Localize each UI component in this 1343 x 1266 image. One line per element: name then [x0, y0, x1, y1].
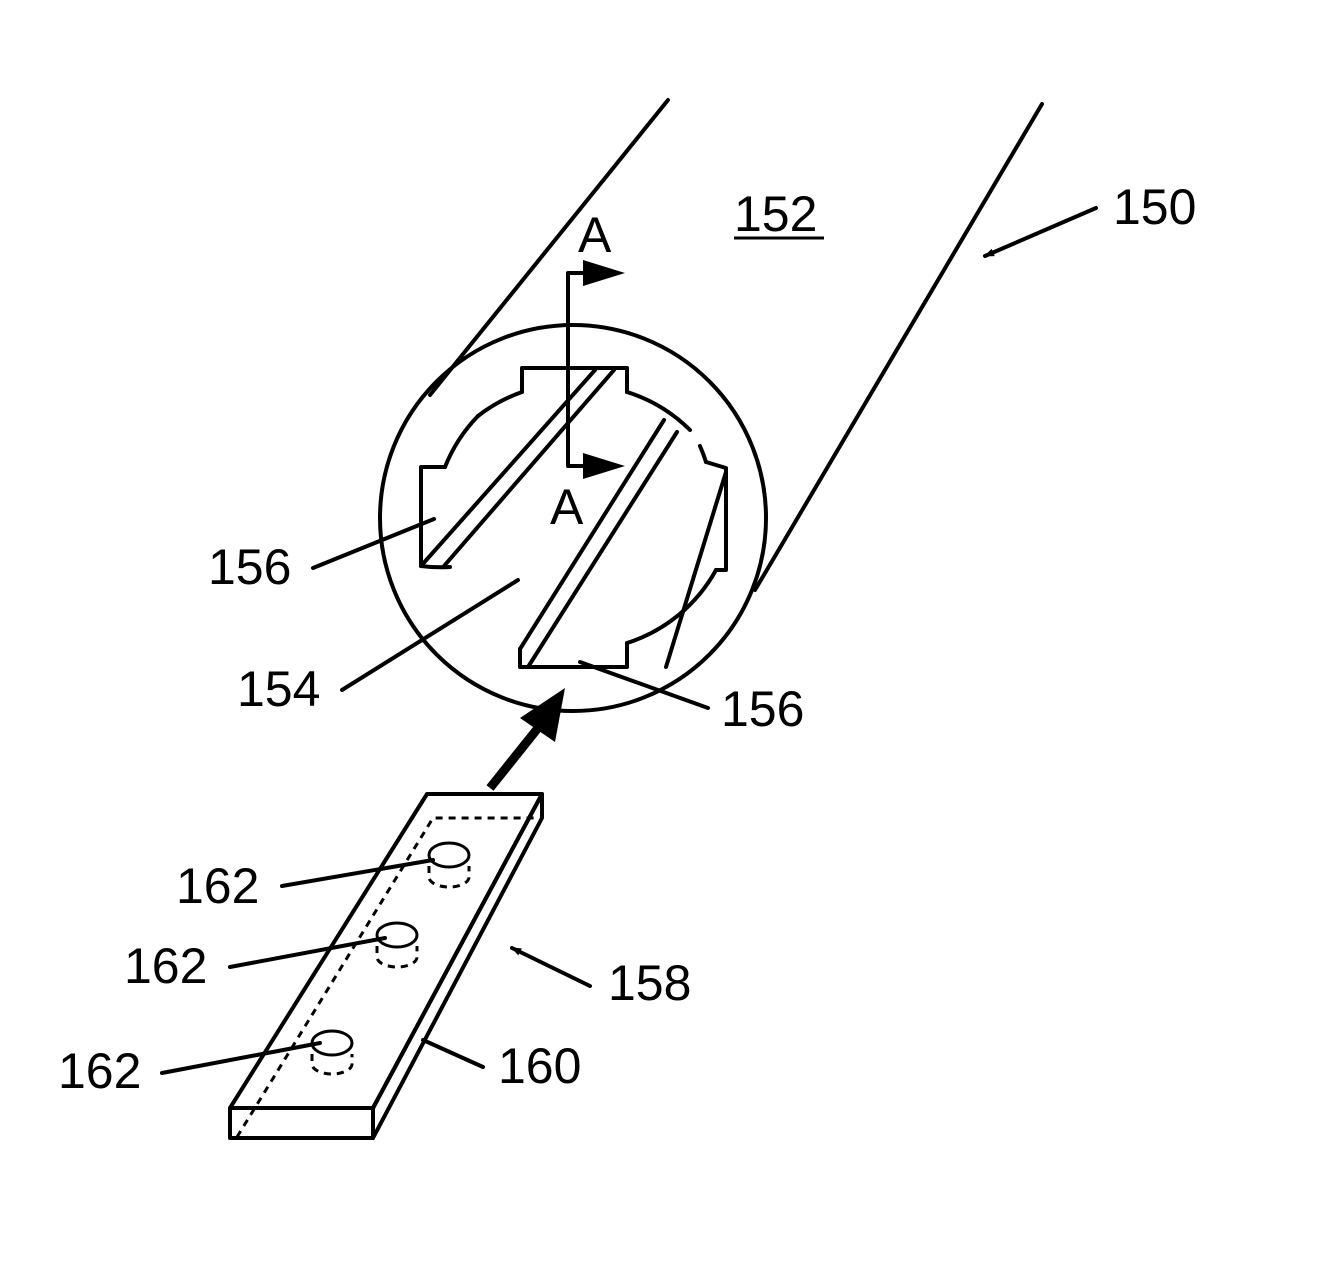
leader-162-bottom — [162, 1043, 320, 1073]
label-152: 152 — [734, 186, 817, 242]
tube-left-edge — [430, 100, 668, 395]
label-162-bottom: 162 — [58, 1043, 141, 1099]
insertion-arrow — [490, 688, 565, 788]
insert-hidden-edge — [237, 818, 535, 1137]
tube-right-edge — [755, 104, 1042, 590]
pin-top — [429, 843, 469, 887]
pin-middle — [377, 923, 417, 967]
leader-160 — [423, 1040, 483, 1067]
label-158: 158 — [608, 955, 691, 1011]
leader-156-left — [313, 519, 434, 568]
insert-top-face — [230, 794, 542, 1108]
section-label-top: A — [578, 207, 612, 263]
label-156-right: 156 — [721, 681, 804, 737]
pin-bottom — [312, 1031, 352, 1074]
label-162-top: 162 — [176, 858, 259, 914]
section-label-bottom: A — [550, 479, 584, 535]
insert-bar — [230, 794, 542, 1138]
insertion-arrowhead-icon — [520, 688, 565, 742]
label-160: 160 — [498, 1038, 581, 1094]
label-154: 154 — [237, 661, 320, 717]
label-156-left: 156 — [208, 539, 291, 595]
leader-150 — [985, 208, 1096, 256]
tube-body — [430, 100, 1042, 590]
label-162-middle: 162 — [124, 938, 207, 994]
leader-156-right — [580, 662, 708, 708]
leader-154 — [342, 580, 518, 690]
leader-162-top — [282, 860, 433, 886]
leader-158 — [512, 948, 590, 986]
section-arrow-bottom-icon — [583, 453, 625, 479]
section-arrow-top-icon — [583, 260, 625, 286]
reference-numerals: 150 152 156 154 156 162 162 158 162 160 — [58, 179, 1196, 1099]
label-150: 150 — [1113, 179, 1196, 235]
leader-162-middle — [230, 938, 385, 967]
